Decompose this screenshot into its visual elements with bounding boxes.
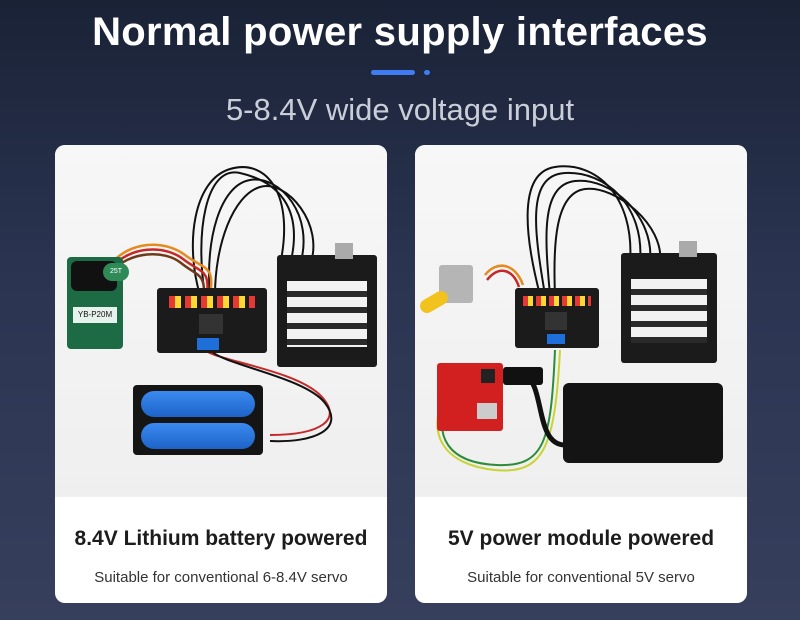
battery-holder [133, 385, 263, 455]
lithium-battery-setup-photo: YB-P20M 25T [55, 145, 387, 497]
title-accent-bar [371, 70, 415, 75]
power-switch [481, 369, 495, 383]
card-description: Suitable for conventional 5V servo [467, 569, 695, 586]
usb-port [335, 243, 353, 259]
page-title: Normal power supply interfaces [92, 10, 708, 54]
wiring-illustration [109, 166, 333, 443]
card-power-module: 5V power module powered Suitable for con… [415, 145, 747, 603]
driver-chip [545, 312, 567, 330]
servo-driver-board [157, 288, 267, 353]
usb-port [679, 241, 697, 257]
servo-driver-board [515, 288, 599, 348]
battery-cell [141, 423, 255, 449]
expansion-board [277, 243, 377, 367]
power-module-board [437, 363, 503, 431]
usb-output-port [477, 403, 497, 419]
page-subtitle: 5-8.4V wide voltage input [225, 92, 575, 127]
power-terminal [547, 334, 565, 344]
driver-chip [199, 314, 223, 334]
dc-plug [503, 367, 543, 385]
expansion-board [621, 241, 717, 363]
power-supply-box [563, 383, 723, 463]
power-module-setup-photo [415, 145, 747, 497]
card-lithium-battery: YB-P20M 25T 8.4V Lithium battery powered… [55, 145, 387, 603]
servo-horn: 25T [103, 263, 129, 281]
power-terminal [197, 338, 219, 350]
card-title: 8.4V Lithium battery powered [74, 527, 368, 550]
card-description: Suitable for conventional 6-8.4V servo [94, 569, 348, 586]
servo-label-sticker: YB-P20M [73, 307, 117, 323]
card-title: 5V power module powered [447, 527, 715, 550]
title-accent-dot [424, 70, 430, 75]
battery-cell [141, 391, 255, 417]
